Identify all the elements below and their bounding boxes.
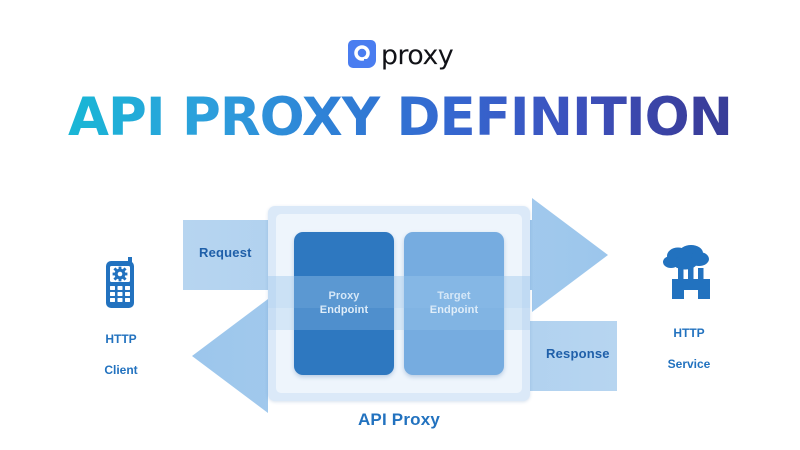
cloud-shape bbox=[663, 245, 709, 270]
http-client-node: HTTP Client bbox=[66, 248, 176, 378]
mobile-phone-gear-icon bbox=[66, 248, 176, 310]
target-endpoint-label: Target Endpoint bbox=[430, 290, 478, 318]
http-service-label: HTTP Service bbox=[634, 310, 744, 372]
factory-shape bbox=[672, 265, 710, 299]
proxy-endpoint-label: Proxy Endpoint bbox=[320, 290, 368, 318]
api-proxy-container: Proxy Endpoint Target Endpoint bbox=[268, 206, 530, 401]
endpoint-list: Proxy Endpoint Target Endpoint bbox=[294, 232, 504, 375]
proxy-logo-mark-icon bbox=[347, 40, 376, 68]
brand-logo: proxy bbox=[0, 36, 800, 72]
api-proxy-caption: API Proxy bbox=[357, 410, 441, 429]
target-endpoint-label-line2: Endpoint bbox=[429, 303, 479, 316]
request-label: Request bbox=[199, 245, 252, 260]
http-client-label: HTTP Client bbox=[66, 316, 176, 378]
http-service-node: HTTP Service bbox=[634, 242, 744, 372]
proxy-endpoint-label-line1: Proxy bbox=[328, 289, 360, 302]
response-label: Response bbox=[546, 346, 610, 361]
http-service-label-line2: Service bbox=[667, 356, 711, 371]
factory-cloud-icon bbox=[634, 242, 744, 304]
api-proxy-inner-panel: Proxy Endpoint Target Endpoint bbox=[276, 214, 522, 393]
api-proxy-diagram: Proxy Endpoint Target Endpoint bbox=[0, 180, 800, 450]
target-endpoint-label-line1: Target bbox=[437, 289, 471, 302]
mobile-phone-gear-glyph bbox=[106, 257, 134, 308]
proxy-endpoint-box[interactable]: Proxy Endpoint bbox=[294, 232, 394, 375]
factory-cloud-glyph bbox=[663, 245, 710, 299]
brand-wordmark: proxy bbox=[380, 39, 454, 71]
proxy-endpoint-label-line2: Endpoint bbox=[319, 303, 369, 316]
target-endpoint-box[interactable]: Target Endpoint bbox=[404, 232, 504, 375]
page-title: API PROXY DEFINITION bbox=[0, 89, 800, 146]
http-client-label-line1: HTTP bbox=[105, 331, 137, 346]
http-client-label-line2: Client bbox=[104, 362, 138, 377]
http-service-label-line1: HTTP bbox=[673, 325, 705, 340]
